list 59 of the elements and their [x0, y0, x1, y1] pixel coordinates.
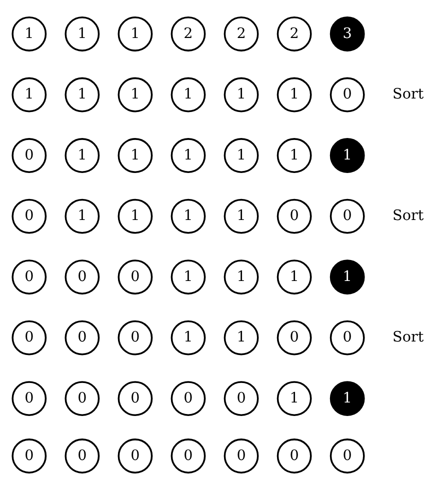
node-circle: 1 [170, 259, 206, 294]
node-circle: 1 [12, 16, 47, 51]
node-circle: 0 [12, 138, 47, 172]
node-circle: 3 [330, 16, 365, 51]
node-circle: 0 [12, 259, 47, 294]
node-label: Sort [392, 86, 424, 102]
node-circle: 1 [12, 76, 47, 112]
node-label: Sort [392, 329, 424, 346]
node-circle: 1 [224, 198, 259, 234]
node-circle: 1 [64, 198, 100, 234]
node-circle: 1 [170, 76, 206, 112]
node-circle: 1 [170, 138, 206, 172]
node-circle: 0 [12, 438, 47, 473]
node-circle: 0 [330, 438, 365, 473]
node-circle: 2 [170, 16, 206, 51]
node-circle: 0 [118, 380, 153, 416]
node-circle: 0 [12, 198, 47, 234]
node-circle: 0 [330, 198, 365, 234]
node-circle: 0 [118, 438, 153, 473]
node-circle: 1 [64, 76, 100, 112]
node-circle: 0 [330, 320, 365, 355]
node-circle: 0 [224, 380, 259, 416]
node-circle: 1 [224, 76, 259, 112]
node-circle: 1 [330, 380, 365, 416]
node-circle: 2 [224, 16, 259, 51]
node-circle: 0 [276, 320, 312, 355]
node-circle: 0 [64, 259, 100, 294]
node-circle: 1 [276, 138, 312, 172]
node-circle: 0 [276, 438, 312, 473]
node-circle: 0 [64, 320, 100, 355]
node-circle: 1 [170, 198, 206, 234]
node-circle: 1 [118, 138, 153, 172]
node-circle: 1 [224, 138, 259, 172]
node-circle: 1 [224, 259, 259, 294]
node-circle: 0 [170, 380, 206, 416]
node-circle: 1 [170, 320, 206, 355]
node-circle: 1 [276, 380, 312, 416]
node-circle: 0 [170, 438, 206, 473]
node-circle: 0 [224, 438, 259, 473]
node-circle: 1 [224, 320, 259, 355]
node-circle: 0 [12, 380, 47, 416]
node-label: Sort [392, 208, 424, 224]
node-circle: 1 [276, 76, 312, 112]
node-circle: 0 [118, 320, 153, 355]
node-circle: 1 [118, 76, 153, 112]
node-circle: 1 [276, 259, 312, 294]
node-circle: 0 [330, 76, 365, 112]
node-circle: 0 [118, 259, 153, 294]
node-circle: 0 [64, 438, 100, 473]
node-circle: 0 [276, 198, 312, 234]
node-circle: 0 [64, 380, 100, 416]
node-circle: 1 [330, 259, 365, 294]
node-circle: 1 [64, 16, 100, 51]
node-circle: 1 [118, 16, 153, 51]
node-circle: 1 [64, 138, 100, 172]
node-circle: 1 [118, 198, 153, 234]
node-circle: 0 [12, 320, 47, 355]
node-circle: 2 [276, 16, 312, 51]
node-circle: 1 [330, 138, 365, 172]
